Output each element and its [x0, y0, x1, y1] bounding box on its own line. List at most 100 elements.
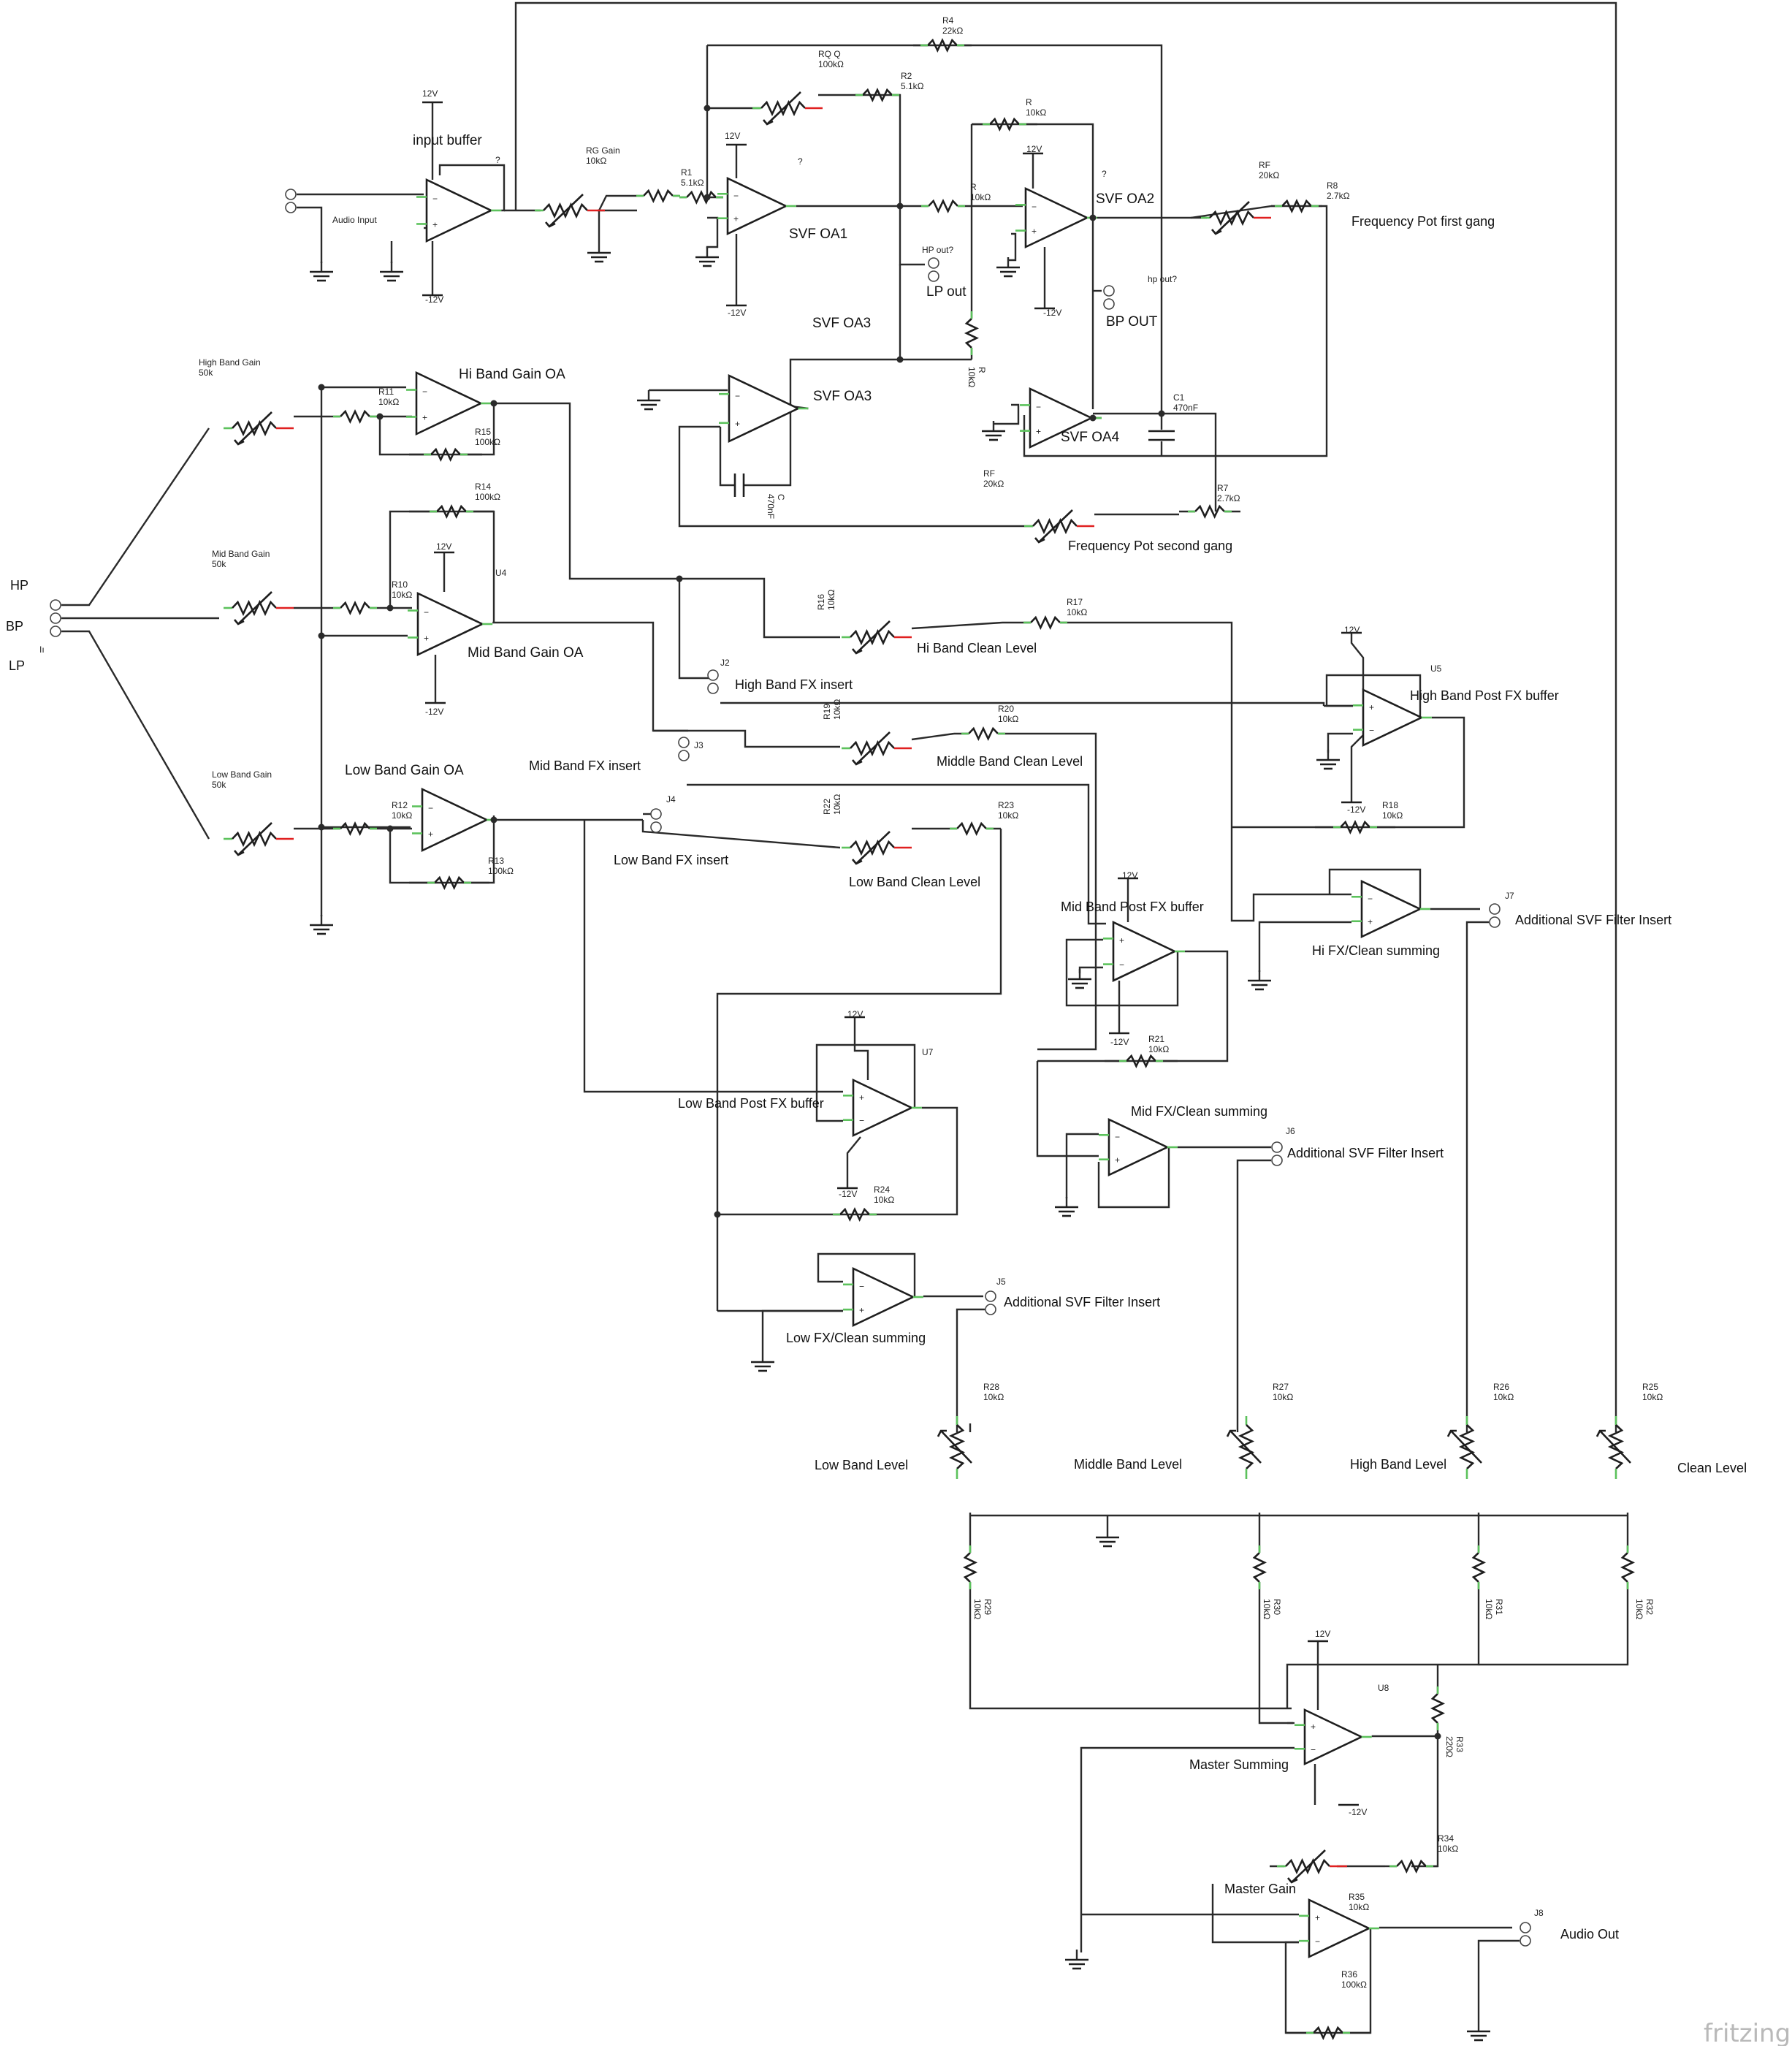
- pot-arrow: [766, 91, 801, 125]
- wire: [598, 194, 637, 211]
- r7-name: R7: [1217, 483, 1229, 493]
- op-amp-body: [852, 1078, 914, 1138]
- r13-value: 100kΩ: [488, 866, 514, 876]
- bp-label: BP: [6, 619, 23, 634]
- fritzing-logo: fritzing: [1704, 2019, 1791, 2046]
- jack-pin: [1520, 1922, 1531, 1933]
- rf-top-name: RF: [1259, 160, 1270, 170]
- pot-arrow: [855, 620, 891, 654]
- wire: [653, 729, 840, 748]
- wire: [1258, 921, 1351, 972]
- resistor-zigzag: [1471, 1552, 1487, 1583]
- r17-value: 10kΩ: [1067, 607, 1087, 617]
- resistor-zigzag: [430, 446, 461, 463]
- pot-zigzag: [232, 599, 277, 617]
- junction-dot: [376, 413, 384, 420]
- ground-symbol: [637, 390, 660, 411]
- resistor: [855, 87, 900, 103]
- r36-name: R36: [1341, 1969, 1357, 1980]
- wire: [956, 1308, 985, 1432]
- potentiometer: [535, 194, 605, 228]
- ground-symbol: [1055, 1197, 1078, 1217]
- r17-name: R17: [1067, 597, 1083, 607]
- wire: [1065, 938, 1179, 1007]
- r8-name: R8: [1327, 180, 1338, 191]
- wire: [846, 1136, 861, 1188]
- wire: [491, 402, 679, 580]
- wire: [1093, 412, 1217, 512]
- wire: [1465, 921, 1489, 1432]
- j7-ref: J7: [1505, 891, 1514, 901]
- pot-arrow: [855, 831, 891, 864]
- unknown-marker: ?: [798, 156, 803, 167]
- op-amp: −+: [843, 1266, 923, 1328]
- resistor-zigzag: [1396, 1858, 1427, 1874]
- ground-symbol: [695, 247, 719, 267]
- pot-zigzag: [1209, 209, 1254, 227]
- j2-ref: J2: [720, 658, 730, 668]
- jack-connector: [650, 808, 662, 833]
- jack-connector: [1489, 903, 1501, 928]
- pot-zigzag: [1458, 1424, 1476, 1469]
- potentiometer: [1446, 1416, 1482, 1479]
- capacitor: [733, 474, 745, 497]
- resistor-zigzag: [340, 821, 370, 837]
- resistor-zigzag: [340, 600, 370, 616]
- jack-pin: [1103, 285, 1115, 297]
- resistor: [1179, 503, 1240, 520]
- wire: [438, 164, 506, 212]
- junction-dot: [318, 824, 325, 831]
- op-amp: −+: [717, 176, 796, 236]
- low-band-clean-level-label: Low Band Clean Level: [849, 875, 980, 889]
- resistor-zigzag: [968, 726, 999, 742]
- wire: [1236, 1159, 1271, 1432]
- pot-zigzag: [232, 830, 277, 848]
- resistor: [679, 189, 723, 205]
- r2-name: R2: [901, 71, 912, 81]
- wire: [817, 1252, 916, 1296]
- supply-label: -12V: [425, 294, 443, 305]
- op-amp-pin-sign: −: [1115, 1132, 1120, 1142]
- r1-value: 5.1kΩ: [681, 178, 704, 188]
- jack-pin: [1103, 298, 1115, 310]
- wire: [1080, 1746, 1295, 1935]
- jack-pin: [1489, 903, 1501, 915]
- op-amp: −+: [1351, 879, 1430, 939]
- resistor: [409, 875, 489, 891]
- unknown-marker: ?: [1102, 169, 1107, 179]
- wire: [1258, 1622, 1293, 1724]
- junction-dot: [386, 825, 394, 832]
- resistor-zigzag: [964, 318, 980, 349]
- wire: [1013, 732, 1097, 1051]
- supply-label: 12V: [422, 88, 438, 99]
- resistor-zigzag: [1281, 198, 1312, 214]
- op-amp-body: [415, 370, 484, 436]
- resistor-zigzag: [839, 1206, 870, 1222]
- mid-band-gain-name: Mid Band Gain: [212, 549, 270, 559]
- rg-gain-name: RG Gain: [586, 145, 620, 156]
- resistor-zigzag: [1430, 1693, 1446, 1724]
- r21-value: 10kΩ: [1148, 1044, 1169, 1054]
- pot-zigzag: [760, 99, 806, 117]
- wire: [1065, 1133, 1099, 1198]
- r26-name: R26: [1493, 1382, 1509, 1392]
- op-amp-pin-sign: +: [1368, 917, 1373, 927]
- high-band-post-fx-label: High Band Post FX buffer: [1410, 688, 1559, 703]
- resistor: [1271, 198, 1322, 214]
- wire: [678, 579, 709, 680]
- op-amp-pin-sign: +: [1315, 1912, 1320, 1923]
- op-amp-body: [416, 591, 485, 657]
- resistor: [409, 503, 494, 520]
- resistor: [962, 1513, 978, 1622]
- resistor: [972, 116, 1037, 132]
- op-amp-pin-sign: −: [859, 1116, 864, 1126]
- r31-name: R31: [1494, 1599, 1504, 1615]
- wire: [297, 206, 323, 263]
- op-amp: −+: [412, 787, 497, 853]
- u5-label: U5: [1430, 663, 1442, 674]
- wire: [389, 510, 495, 623]
- resistor-zigzag: [1313, 2025, 1343, 2041]
- op-amp-body: [1308, 1898, 1371, 1959]
- r35-value: 10kΩ: [1349, 1902, 1369, 1912]
